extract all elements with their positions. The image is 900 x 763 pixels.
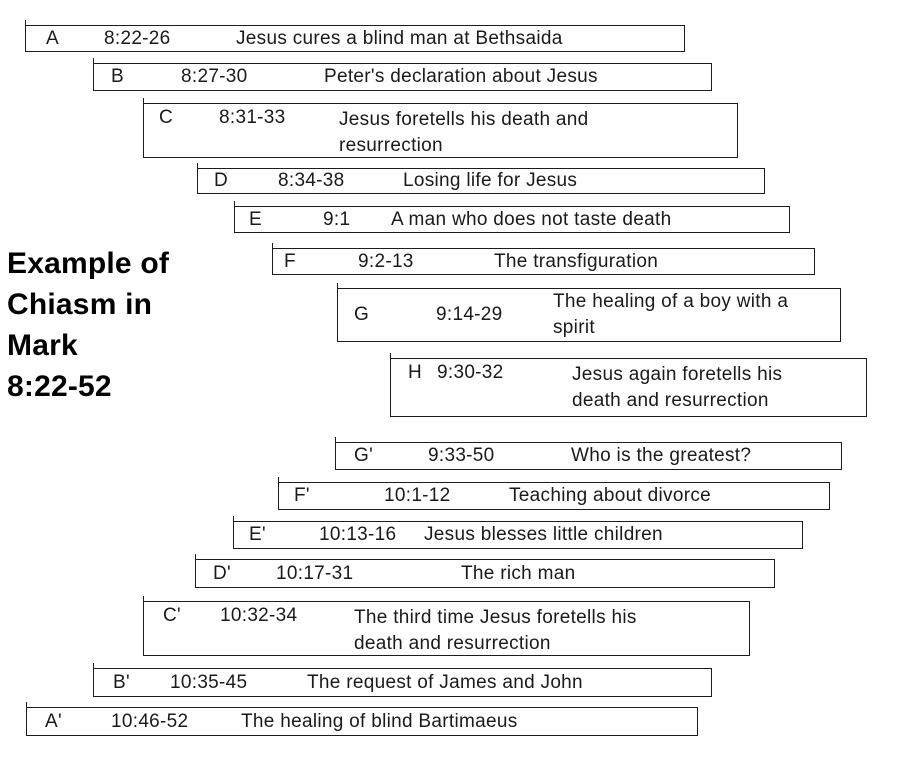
chiasm-row-f: F 9:2-13 The transfiguration (271, 243, 815, 275)
chiasm-row-b-prime: B' 10:35-45 The request of James and Joh… (92, 663, 712, 697)
chiasm-row-b: B 8:27-30 Peter's declaration about Jesu… (92, 58, 712, 91)
chiasm-row-g-prime: G' 9:33-50 Who is the greatest? (334, 437, 842, 470)
row-reference: 8:27-30 (181, 66, 248, 87)
row-description: A man who does not taste death (391, 208, 672, 230)
row-reference: 10:46-52 (111, 710, 189, 732)
chiasm-row-d: D 8:34-38 Losing life for Jesus (196, 163, 765, 194)
row-letter: G' (354, 445, 374, 466)
chiasm-row-a-prime: A' 10:46-52 The healing of blind Bartima… (25, 702, 698, 736)
row-description: Jesus again foretells his death and resu… (572, 364, 783, 411)
diagram-title: Example of Chiasm in Mark 8:22-52 (7, 247, 170, 403)
row-reference: 9:1 (323, 208, 351, 230)
row-reference: 10:32-34 (220, 605, 298, 626)
row-description: The healing of a boy with a spirit (553, 291, 789, 338)
row-description: The transfiguration (494, 250, 659, 272)
row-reference: 9:14-29 (436, 304, 503, 325)
chiasm-row-c-prime: C' 10:32-34 The third time Jesus foretel… (142, 596, 750, 656)
chiasm-row-f-prime: F' 10:1-12 Teaching about divorce (277, 477, 830, 510)
row-reference: 10:13-16 (319, 524, 397, 545)
row-description: Jesus foretells his death and resurrecti… (339, 109, 589, 156)
row-letter: D (214, 170, 229, 191)
row-description: Teaching about divorce (509, 485, 712, 506)
row-description: The healing of blind Bartimaeus (241, 710, 518, 732)
row-description: Losing life for Jesus (403, 170, 578, 191)
row-letter: H (408, 362, 423, 383)
row-description: The rich man (461, 562, 576, 584)
row-letter: C' (163, 605, 181, 626)
row-description: Peter's declaration about Jesus (324, 66, 598, 87)
row-reference: 9:33-50 (428, 445, 495, 466)
chiasm-row-a: A 8:22-26 Jesus cures a blind man at Bet… (24, 20, 685, 52)
chiasm-row-h: H 9:30-32 Jesus again foretells his deat… (389, 353, 867, 417)
row-letter: E (249, 208, 262, 230)
row-letter: F' (294, 485, 310, 506)
row-reference: 8:22-26 (104, 27, 171, 49)
row-letter: A (46, 27, 59, 49)
chiasm-row-g: G 9:14-29 The healing of a boy with a sp… (336, 283, 841, 342)
row-reference: 9:2-13 (358, 250, 414, 272)
row-letter: D' (213, 562, 231, 584)
row-description: Jesus cures a blind man at Bethsaida (236, 27, 563, 49)
row-letter: B (111, 66, 124, 87)
row-description: Who is the greatest? (571, 445, 752, 466)
chiasm-row-d-prime: D' 10:17-31 The rich man (194, 554, 775, 588)
row-letter: C (159, 107, 174, 128)
row-description: The request of James and John (307, 671, 583, 693)
row-letter: E' (249, 524, 266, 545)
row-letter: F (284, 250, 296, 272)
row-reference: 10:35-45 (170, 671, 248, 693)
row-letter: A' (45, 710, 62, 732)
row-reference: 8:31-33 (219, 107, 286, 128)
row-reference: 10:17-31 (276, 562, 354, 584)
chiasm-row-c: C 8:31-33 Jesus foretells his death and … (142, 98, 738, 158)
row-letter: B' (113, 671, 130, 693)
row-description: The third time Jesus foretells his death… (354, 607, 637, 654)
row-reference: 10:1-12 (384, 485, 451, 506)
row-reference: 9:30-32 (437, 362, 504, 383)
row-description: Jesus blesses little children (424, 524, 663, 545)
chiasm-row-e-prime: E' 10:13-16 Jesus blesses little childre… (232, 516, 803, 549)
row-letter: G (354, 304, 370, 325)
chiasm-row-e: E 9:1 A man who does not taste death (233, 201, 790, 233)
row-reference: 8:34-38 (278, 170, 345, 191)
